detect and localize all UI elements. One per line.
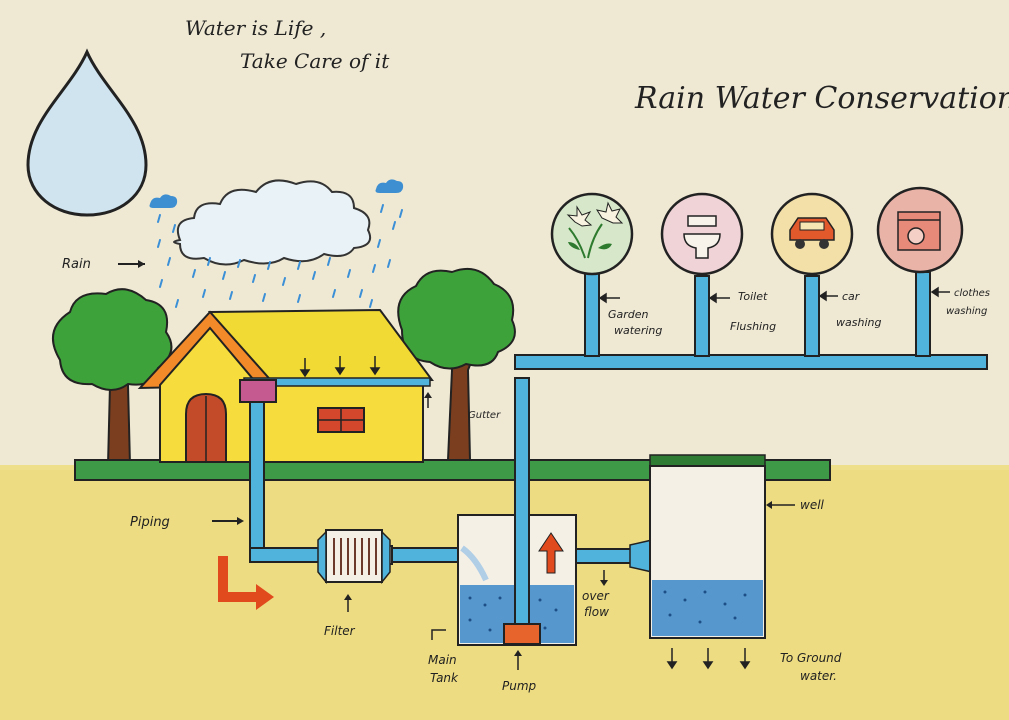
well bbox=[649, 465, 766, 639]
filter bbox=[317, 529, 391, 585]
rain-streaks bbox=[157, 204, 403, 308]
toilet-label-1: Toilet bbox=[738, 290, 768, 303]
rain-arrow-head bbox=[138, 260, 145, 268]
flow-direction-arrow bbox=[218, 556, 274, 610]
garden-label-2: watering bbox=[614, 324, 662, 337]
garden-label-1: Garden bbox=[608, 308, 649, 321]
clothes-label-1: clothes bbox=[954, 288, 990, 299]
ground-flow-arrows bbox=[666, 648, 751, 670]
roof-flow-arrows bbox=[299, 356, 381, 378]
pump-box bbox=[503, 623, 541, 645]
gutter-label: Gutter bbox=[468, 410, 501, 421]
page-title: Rain Water Conservation bbox=[634, 81, 1009, 116]
slogan-line-2: Take Care of it bbox=[240, 49, 390, 73]
toilet-label-2: Flushing bbox=[730, 320, 776, 333]
cloud-icon bbox=[173, 179, 372, 266]
main-tank-label-1: Main bbox=[428, 653, 457, 667]
usage-label-arrows bbox=[598, 286, 950, 304]
car-label-1: car bbox=[842, 290, 861, 303]
car-washing-circle bbox=[770, 192, 854, 276]
car-label-2: washing bbox=[836, 316, 881, 329]
ground-water-label-2: water. bbox=[800, 669, 837, 683]
ground-water-label-1: To Ground bbox=[780, 651, 842, 665]
gutter-box bbox=[239, 379, 277, 403]
distribution-pipe bbox=[514, 271, 988, 370]
pump-label: Pump bbox=[502, 679, 537, 693]
garden-watering-circle bbox=[550, 192, 634, 276]
small-cloud-icon bbox=[375, 179, 404, 193]
tree-right bbox=[397, 268, 516, 461]
well-label: well bbox=[800, 498, 825, 512]
piping-label: Piping bbox=[130, 515, 170, 530]
toilet-flushing-circle bbox=[660, 192, 744, 276]
clothes-label-2: washing bbox=[946, 306, 987, 317]
rain-label: Rain bbox=[62, 257, 91, 272]
overflow-label-1: over bbox=[582, 589, 610, 603]
slogan-line-1: Water is Life , bbox=[185, 16, 326, 40]
clothes-washing-circle bbox=[876, 186, 964, 274]
small-cloud-icon bbox=[149, 194, 178, 208]
house bbox=[137, 308, 434, 463]
overflow-label-2: flow bbox=[584, 605, 609, 619]
main-tank-label-2: Tank bbox=[430, 671, 459, 685]
filter-label: Filter bbox=[324, 624, 356, 638]
raindrop-icon bbox=[26, 48, 148, 217]
tree-left bbox=[51, 288, 173, 466]
main-tank bbox=[457, 377, 577, 646]
